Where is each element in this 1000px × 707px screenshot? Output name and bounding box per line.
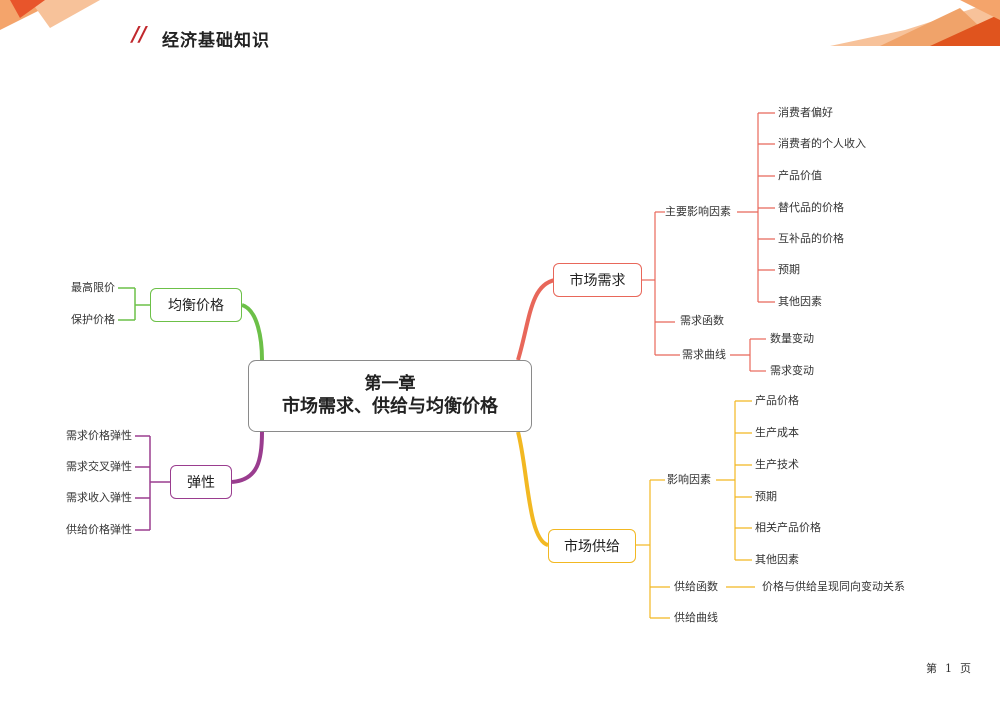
elasticity-item: 需求收入弹性 [66, 491, 132, 504]
branch-market-supply: 市场供给 [548, 529, 636, 563]
equilibrium-item: 保护价格 [71, 313, 115, 326]
chapter-title: 市场需求、供给与均衡价格 [282, 396, 498, 417]
demand-factor-item: 消费者的个人收入 [778, 137, 866, 150]
chapter-label: 第一章 [364, 374, 416, 394]
header-slash: // [132, 22, 147, 46]
demand-curve-item: 数量变动 [770, 332, 814, 345]
branch-market-demand: 市场需求 [553, 263, 642, 297]
demand-factor-item: 消费者偏好 [778, 106, 833, 119]
elasticity-item: 需求交叉弹性 [66, 460, 132, 473]
supply-factors: 影响因素 [667, 473, 711, 486]
branch-elasticity: 弹性 [170, 465, 232, 499]
equilibrium-item: 最高限价 [71, 281, 115, 294]
supply-function-note: 价格与供给呈现同向变动关系 [762, 580, 905, 593]
demand-function: 需求函数 [680, 314, 724, 327]
elasticity-item: 需求价格弹性 [66, 429, 132, 442]
demand-factor-item: 其他因素 [778, 295, 822, 308]
demand-curve: 需求曲线 [682, 348, 726, 361]
supply-factor-item: 产品价格 [755, 394, 799, 407]
branch-equilibrium-price: 均衡价格 [150, 288, 242, 322]
supply-factor-item: 预期 [755, 490, 777, 503]
demand-factor-item: 产品价值 [778, 169, 822, 182]
demand-curve-item: 需求变动 [770, 364, 814, 377]
supply-factor-item: 相关产品价格 [755, 521, 821, 534]
supply-factor-item: 生产技术 [755, 458, 799, 471]
header-decoration [0, 0, 1000, 46]
central-topic: 第一章 市场需求、供给与均衡价格 [248, 360, 532, 432]
page-title: 经济基础知识 [162, 31, 270, 51]
demand-factor-item: 替代品的价格 [778, 201, 844, 214]
supply-factor-item: 生产成本 [755, 426, 799, 439]
elasticity-item: 供给价格弹性 [66, 523, 132, 536]
supply-curve: 供给曲线 [674, 611, 718, 624]
page-prefix: 第 [926, 662, 937, 675]
supply-function: 供给函数 [674, 580, 718, 593]
supply-factor-item: 其他因素 [755, 553, 799, 566]
demand-factors: 主要影响因素 [665, 205, 731, 218]
page-value: 1 [945, 662, 952, 675]
page-suffix: 页 [960, 662, 971, 675]
demand-factor-item: 预期 [778, 263, 800, 276]
demand-factor-item: 互补品的价格 [778, 232, 844, 245]
